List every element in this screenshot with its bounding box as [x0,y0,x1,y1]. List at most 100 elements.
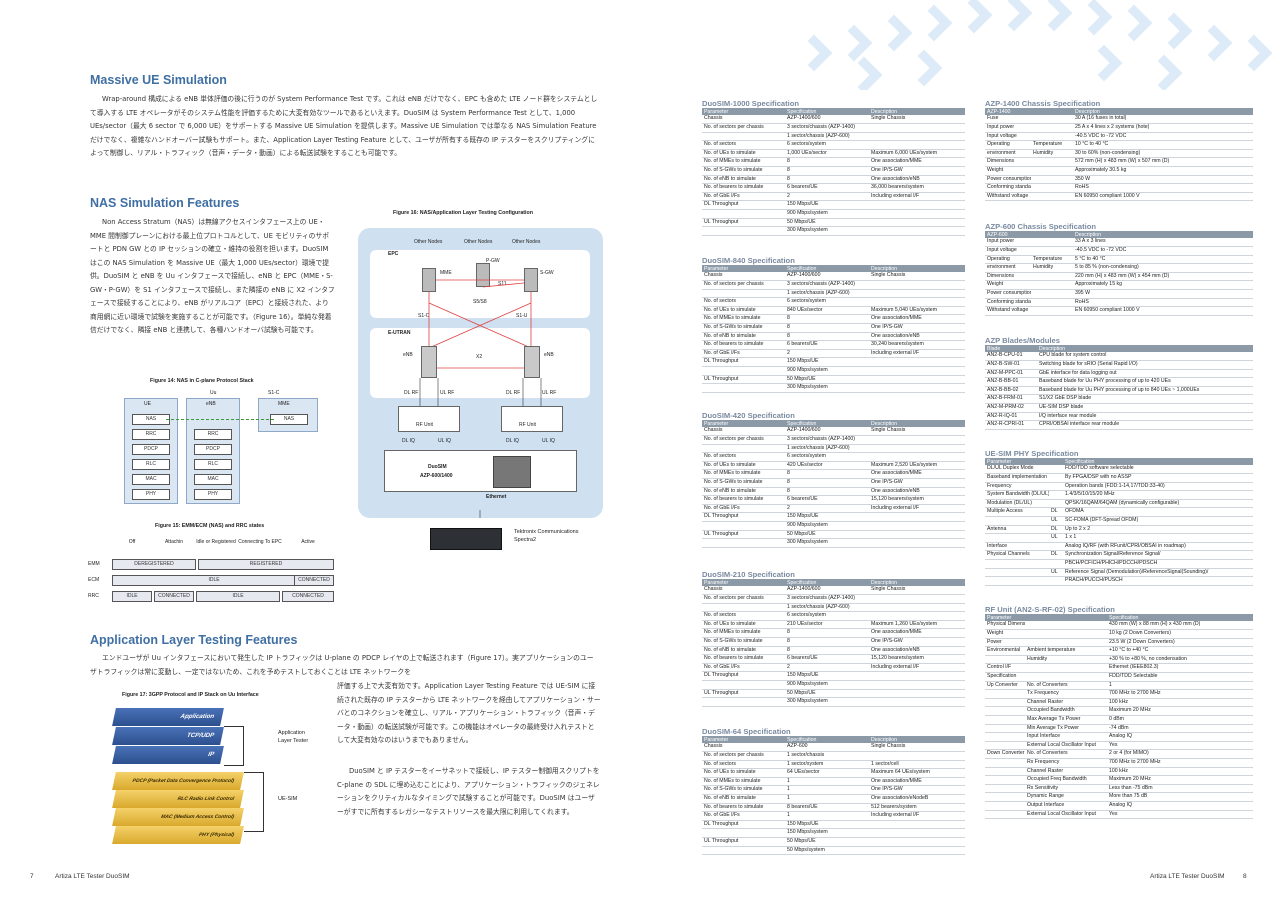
chevron-shape [795,34,833,72]
spec-cell: 1 sector/chassis (AZP-600) [785,603,869,613]
spec-table-title: DuoSIM-840 Specification [702,256,795,265]
spec-cell: AZP-1400/600 [785,272,869,282]
spec-cell: Operating [985,255,1031,265]
spec-cell [1049,499,1063,509]
spec-cell: +10 °C to +40 °C [1107,646,1253,656]
spec-cell: One IP/S-GW [869,166,965,176]
spec-cell [1049,473,1063,483]
fig16-s5s8-label: S5/S8 [473,299,487,305]
spec-cell: 1 x 1 [1063,533,1253,543]
spec-cell: Conforming standard [985,298,1031,308]
spec-cell: SC-FDMA (DFT-Spread OFDM) [1063,516,1253,526]
spec-cell: Physical Dimensions [985,621,1025,631]
spec-cell: PBCH/PCFICH/PHICH/PDCCH/PDSCH [1063,559,1253,569]
spec-cell: UL [1049,516,1063,526]
spec-cell: 8 [785,314,869,325]
spec-cell: Including external I/F [869,504,965,514]
spec-cell [985,741,1025,751]
spec-cell [702,603,785,613]
spec-cell: UL Throughput [702,689,785,699]
fig16-eutran-panel [370,328,590,398]
spec-cell: Baseband blade for Uu PHY processing of … [1037,377,1253,387]
spec-cell: No. of sectors per chassis [702,751,785,761]
spec-cell: AN2-R-IQ-01 [985,412,1037,422]
spec-cell: 100 kHz [1107,767,1253,777]
spec-cell [869,530,965,540]
spec-cell [985,655,1025,665]
spec-cell [869,226,965,236]
spec-cell [1031,280,1073,291]
spec-cell: 8 [785,637,869,647]
spec-cell: Environmental [985,646,1025,656]
spec-cell: Min Average Tx Power [1025,724,1107,734]
spec-cell [1049,559,1063,569]
fig14-layer-box: PDCP [132,444,170,455]
spec-cell [702,828,785,839]
fig16-s1u-label: S1-U [516,313,528,319]
table-row: Physical Dimensions430 mm (W) x 88 mm (H… [985,621,1253,631]
fig17-label-top: Application Layer Tester [278,730,309,744]
fig15-row-label: ECM [88,577,100,583]
spec-cell: 150 Mbps/system [785,828,869,839]
spec-cell: FDD/TDD Selectable [1107,672,1253,682]
spec-cell [869,218,965,228]
spec-cell: Maximum 1,260 UEs/system [869,620,965,630]
spec-cell [869,366,965,376]
spec-cell: 900 Mbps/system [785,209,869,219]
fig14-uu-label: Uu [210,390,217,396]
spec-cell: Temperature [1031,255,1073,265]
spec-header-cell: Description [869,265,965,272]
spec-cell: 1 [785,777,869,787]
spec-cell: Switching blade for sRIO (Serial Rapid I… [1037,360,1253,370]
spec-cell [869,512,965,523]
spec-cell: Input Interface [1025,732,1107,742]
spec-cell: 220 mm (H) x 483 mm (W) x 454 mm (D) [1073,272,1253,282]
spec-cell: Reference Signal (Demodulation)/Referenc… [1063,568,1253,578]
spec-cell: 5 to 85 % (non-condensing) [1073,263,1253,273]
fig16-links [419,279,542,518]
fig16-enb-label-left: eNB [403,352,413,358]
spec-header-cell: Parameter [702,265,785,272]
tektronix-device-image [430,528,502,550]
spec-header-cell: Parameter [702,420,785,427]
fig16-duosim-model: AZP-600/1400 [420,473,453,479]
spec-cell [869,209,965,219]
spec-cell: Maximum 2,520 UEs/system [869,461,965,471]
spec-cell: FDD/TDD software selectable [1063,465,1253,475]
table-row: PBCH/PCFICH/PHICH/PDCCH/PDSCH [985,559,1253,569]
spec-cell: No. of S-GWs to simulate [702,323,785,333]
spec-cell: 1 sector/chassis (AZP-600) [785,132,869,142]
spec-cell: Humidity [1025,655,1107,665]
spec-cell: Maximum 6,000 UEs/system [869,149,965,159]
spec-cell: AN2-B-BB-02 [985,386,1037,396]
spec-cell: AN2-B-FRM-01 [985,394,1037,405]
spec-cell [1049,465,1063,475]
app-body-2: 評価する上で大変有効です。Application Layer Testing F… [337,682,601,744]
spec-cell: environment [985,263,1031,273]
spec-cell [869,521,965,531]
spec-cell: Occupied Freq Bandwidth [1025,775,1107,785]
fig17-layer-lower: PHY (Physical) [112,826,244,844]
spec-cell [1049,490,1063,500]
chevron-shape [1035,0,1073,32]
fig17-bracket-top [224,726,244,766]
spec-cell: DL [1049,507,1063,518]
spec-cell: 395 W [1073,289,1253,299]
